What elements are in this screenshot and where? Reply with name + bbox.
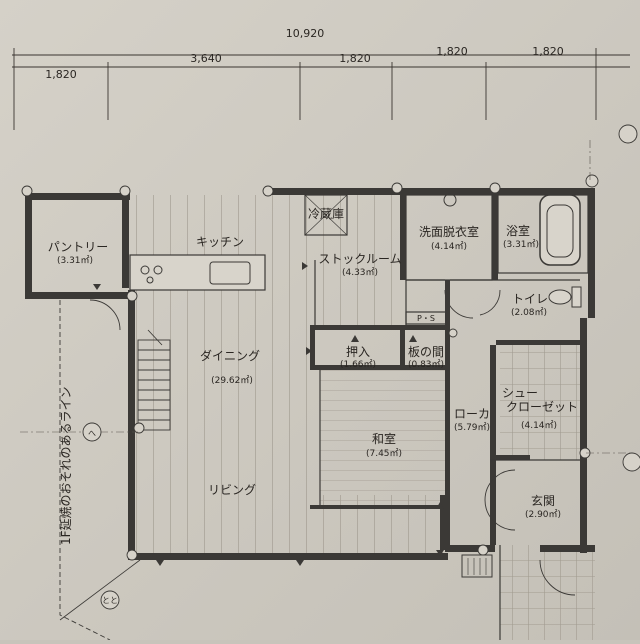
washbasin xyxy=(443,193,457,207)
living-label: リビング xyxy=(208,483,256,497)
pantry-label: パントリー xyxy=(48,240,109,254)
corridor-area: (5.79㎡) xyxy=(454,422,490,433)
dimension-segment: 1,820 xyxy=(45,68,77,81)
grid-bubble-left xyxy=(82,422,102,442)
shoe-closet-label-1: シュー xyxy=(502,386,538,400)
stove-burner xyxy=(146,276,154,284)
fire-spread-line-label: 1F延焼のおそれのあるライン xyxy=(59,386,73,545)
dining-area: (29.62㎡) xyxy=(211,375,253,386)
grid-bubble-bottom-label: とと xyxy=(102,596,118,605)
entrance-porch-tile xyxy=(500,545,595,640)
bath-area: (3.31㎡) xyxy=(503,239,539,250)
fire-spread-line xyxy=(59,300,111,641)
toilet-tank xyxy=(571,286,582,308)
grid-bubble-top-right xyxy=(618,124,638,144)
bath-label: 浴室 xyxy=(506,223,530,238)
bathtub-inner xyxy=(546,204,574,258)
closet-label: 押入 xyxy=(346,345,370,359)
toilet-area: (2.08㎡) xyxy=(511,307,547,318)
washroom-label: 洗面脱衣室 xyxy=(419,224,479,239)
toilet-bowl xyxy=(548,289,572,305)
grid-axis-lines xyxy=(20,140,630,454)
window-markers xyxy=(93,262,444,566)
bathtub xyxy=(539,194,581,266)
dimension-segment: 1,820 xyxy=(339,52,371,65)
grid-bubble-bottom xyxy=(100,590,120,610)
washitsu-area: (7.45㎡) xyxy=(366,448,402,459)
door-swings xyxy=(89,289,576,596)
toilet-label: トイレ xyxy=(512,292,548,306)
kitchen-label: キッチン xyxy=(196,235,244,249)
pantry-area: (3.31㎡) xyxy=(57,255,93,266)
stock-room-area: (4.33㎡) xyxy=(342,267,378,278)
dining-label: ダイニング xyxy=(200,348,260,363)
tatami-floor xyxy=(320,370,445,505)
dimension-lines xyxy=(12,48,630,130)
grid-circles xyxy=(21,174,599,561)
partitions xyxy=(304,194,589,505)
shoe-closet-floor xyxy=(500,345,585,460)
washroom-area: (4.14㎡) xyxy=(431,241,467,252)
dimension-segment: 1,820 xyxy=(436,45,468,58)
staircase xyxy=(137,329,171,431)
stock-floor xyxy=(310,195,405,330)
board-room-area: (0.83㎡) xyxy=(408,359,444,370)
corridor-label: ローカ xyxy=(454,407,490,421)
ps-label: P・S xyxy=(417,314,435,323)
board-room-label: 板の間 xyxy=(408,345,444,359)
kitchen-sink xyxy=(209,261,251,285)
dimension-segment: 1,820 xyxy=(532,45,564,58)
walls xyxy=(25,188,595,560)
entrance-area: (2.90㎡) xyxy=(525,509,561,520)
washitsu-label: 和室 xyxy=(372,431,396,446)
closet-area: (1.66㎡) xyxy=(340,359,376,370)
dimension-segment: 3,640 xyxy=(190,52,222,65)
stove-burner xyxy=(153,265,163,275)
kitchen-counter xyxy=(129,254,266,291)
total-dimension: 10,920 xyxy=(286,27,325,40)
stove-burner xyxy=(140,265,150,275)
stock-room-label: ストックルーム xyxy=(318,252,401,266)
shoe-closet-area: (4.14㎡) xyxy=(521,420,557,431)
grid-bubble-left-label: へ xyxy=(88,429,96,438)
grid-bubble-right xyxy=(622,452,640,472)
shoe-closet-label-2: クローゼット xyxy=(506,400,578,414)
fridge-label: 冷蔵庫 xyxy=(308,207,344,221)
entry-grating xyxy=(461,554,493,578)
porch-line xyxy=(59,559,141,621)
entrance-label: 玄関 xyxy=(531,493,555,508)
